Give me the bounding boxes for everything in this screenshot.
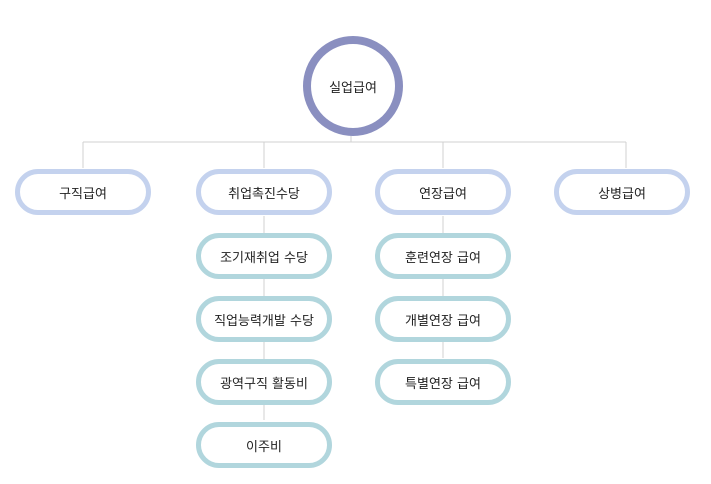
child-label: 직업능력개발 수당: [214, 313, 314, 329]
child-label: 조기재취업 수당: [220, 250, 308, 266]
category-label: 취업촉진수당: [228, 186, 300, 202]
category-reemployment-promotion: 취업촉진수당: [196, 169, 332, 215]
child-label: 이주비: [246, 439, 282, 455]
child-early-reemployment: 조기재취업 수당: [196, 233, 332, 279]
child-label: 훈련연장 급여: [405, 250, 481, 266]
category-label: 연장급여: [419, 186, 467, 202]
child-special-extended: 특별연장 급여: [375, 359, 511, 405]
category-label: 구직급여: [59, 186, 107, 202]
child-label: 특별연장 급여: [405, 376, 481, 392]
child-label: 개별연장 급여: [405, 313, 481, 329]
child-relocation-expense: 이주비: [196, 422, 332, 468]
category-sickness-benefit: 상병급여: [554, 169, 690, 215]
child-label: 광역구직 활동비: [220, 376, 308, 392]
root-label: 실업급여: [329, 80, 377, 96]
category-extended-benefit: 연장급여: [375, 169, 511, 215]
root-node-unemployment-benefit: 실업급여: [303, 36, 403, 136]
child-training-extended: 훈련연장 급여: [375, 233, 511, 279]
category-label: 상병급여: [598, 186, 646, 202]
category-job-seeking-benefit: 구직급여: [15, 169, 151, 215]
child-vocational-training: 직업능력개발 수당: [196, 296, 332, 342]
child-wide-area-job-search: 광역구직 활동비: [196, 359, 332, 405]
child-individual-extended: 개별연장 급여: [375, 296, 511, 342]
